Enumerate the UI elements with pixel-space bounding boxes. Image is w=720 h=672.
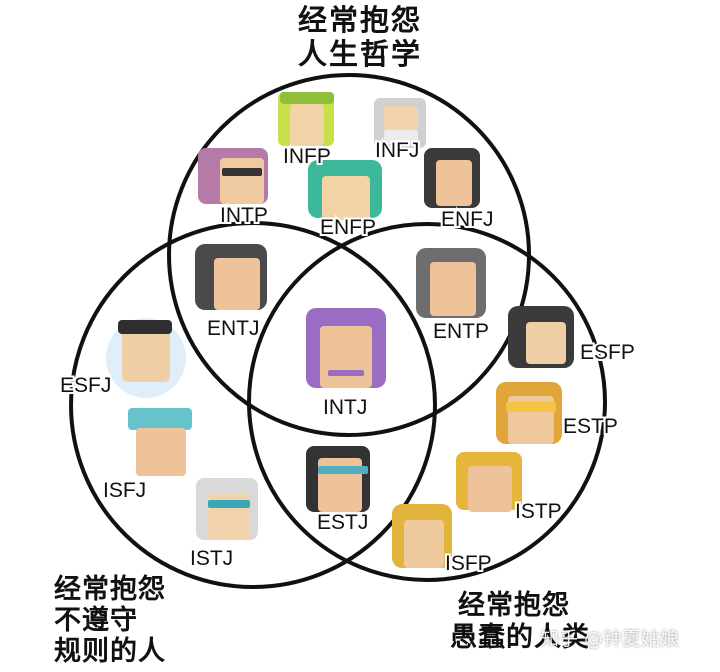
avatar-intp xyxy=(198,148,268,204)
top-circle-title-line1: 经常抱怨 xyxy=(297,3,422,37)
avatar-esfj xyxy=(106,318,186,398)
right-circle-caption-line2: 愚蠢的人类 xyxy=(450,622,590,653)
avatar-entj xyxy=(195,244,267,310)
watermark: 知乎 @钟夏姑娘 xyxy=(540,628,680,650)
label-entj: ENTJ xyxy=(207,317,260,340)
left-circle-caption-line3: 规则的人 xyxy=(54,636,166,667)
label-esfj: ESFJ xyxy=(60,374,111,397)
avatar-istp xyxy=(456,452,522,512)
avatar-enfp xyxy=(308,160,382,220)
left-circle xyxy=(69,221,437,589)
avatar-esfp xyxy=(508,306,574,368)
left-circle-caption-line2: 不遵守 xyxy=(54,605,138,636)
label-esfp: ESFP xyxy=(580,341,635,364)
avatar-isfp xyxy=(392,504,452,568)
label-isfj: ISFJ xyxy=(103,479,146,502)
label-enfp: ENFP xyxy=(320,216,376,239)
avatar-infj xyxy=(374,98,426,148)
label-isfp: ISFP xyxy=(445,552,492,575)
right-circle xyxy=(247,222,607,582)
label-infj: INFJ xyxy=(375,139,419,162)
avatar-istj xyxy=(196,478,258,540)
label-estp: ESTP xyxy=(563,415,618,438)
label-infp: INFP xyxy=(283,145,331,168)
label-istj: ISTJ xyxy=(190,547,233,570)
left-circle-caption-line1: 经常抱怨 xyxy=(54,574,166,605)
label-entp: ENTP xyxy=(433,320,489,343)
avatar-estp xyxy=(496,382,562,444)
label-intp: INTP xyxy=(220,204,268,227)
avatar-estj xyxy=(306,446,370,512)
avatar-intj xyxy=(306,308,386,388)
label-enfj: ENFJ xyxy=(441,208,494,231)
label-estj: ESTJ xyxy=(317,511,368,534)
top-circle-title-line2: 人生哲学 xyxy=(297,37,422,71)
avatar-enfj xyxy=(424,148,480,208)
avatar-isfj xyxy=(128,408,192,476)
label-istp: ISTP xyxy=(515,500,562,523)
label-intj: INTJ xyxy=(323,396,367,419)
avatar-infp xyxy=(278,92,334,146)
right-circle-caption-line1: 经常抱怨 xyxy=(458,590,570,621)
avatar-entp xyxy=(416,248,486,318)
